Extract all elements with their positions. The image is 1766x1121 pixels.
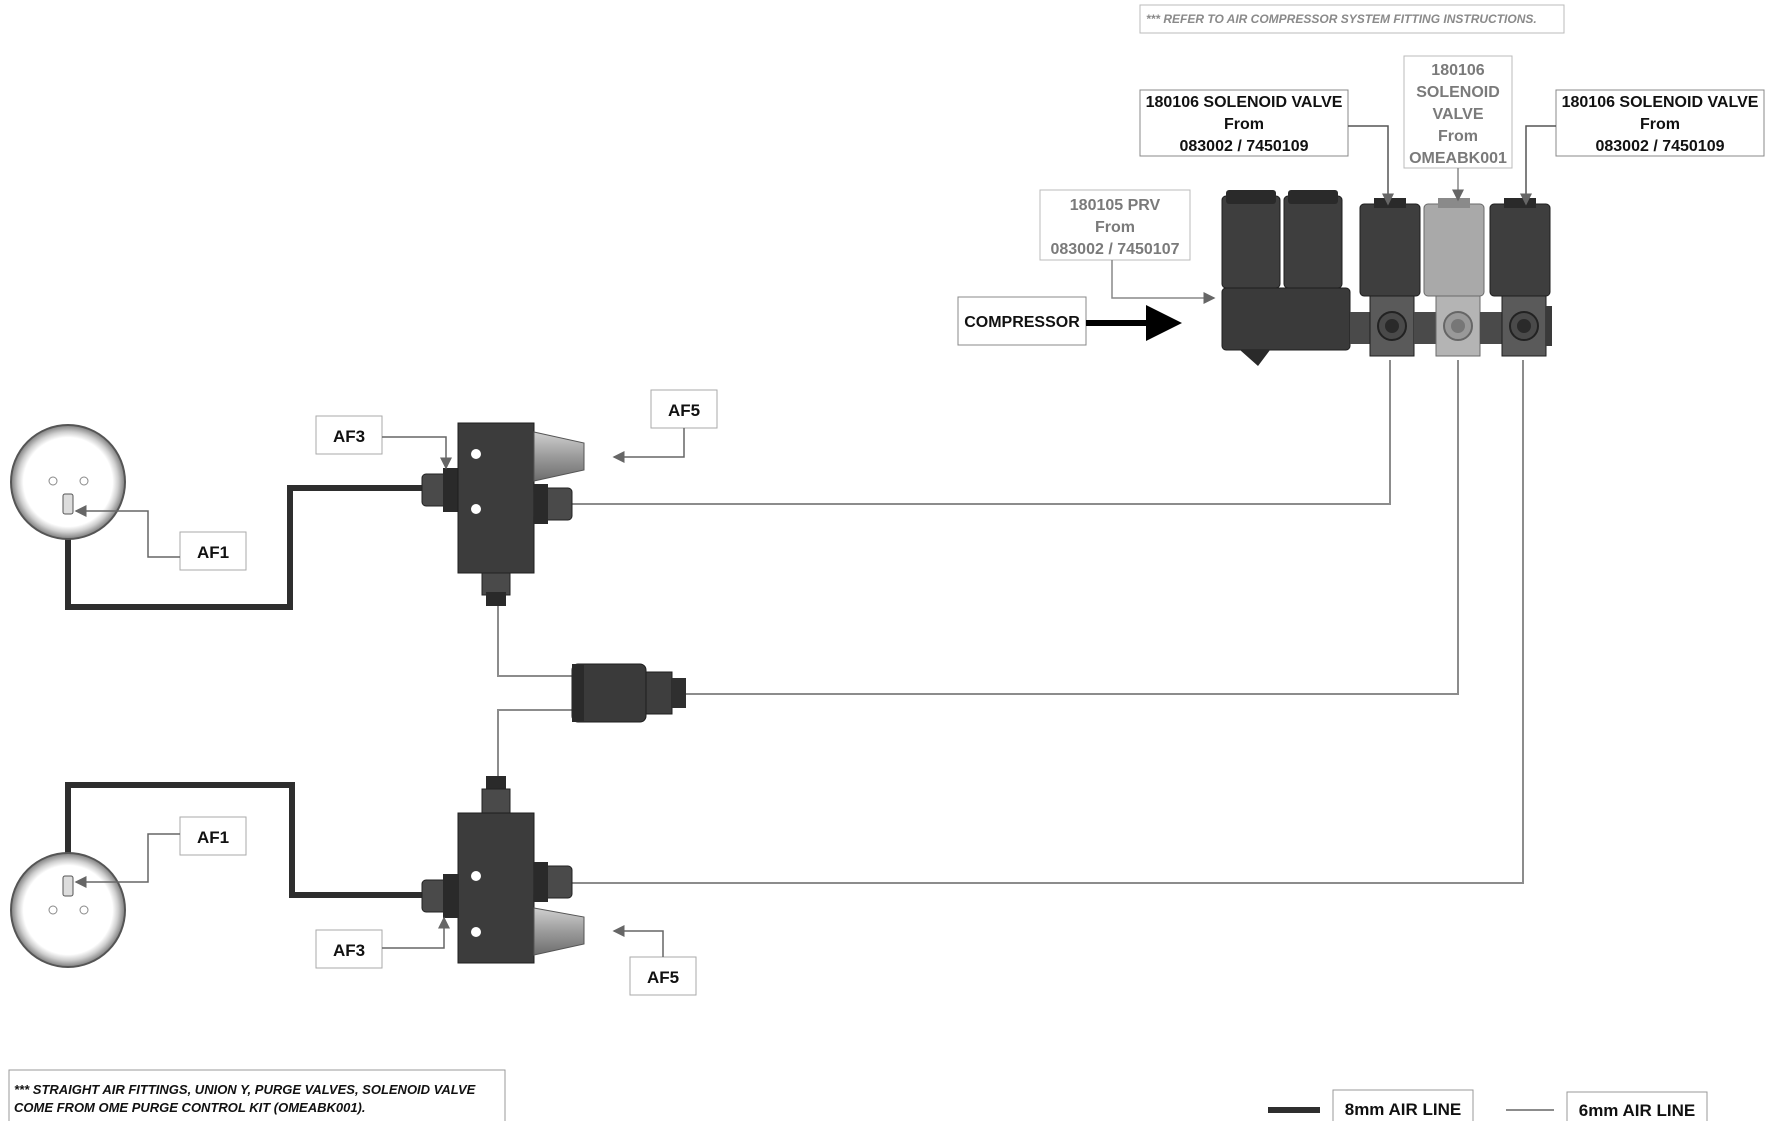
solenoid-left-label: 180106 SOLENOID VALVE From 083002 / 7450… <box>1139 89 1349 157</box>
svg-text:AF5: AF5 <box>647 968 679 987</box>
air-line-bottom-bag <box>65 782 423 898</box>
compressor-label: COMPRESSOR <box>957 296 1087 346</box>
solenoid-right-leader <box>1520 125 1556 206</box>
legend-thick-label: 8mm AIR LINE <box>1345 1100 1462 1119</box>
svg-text:OMEABK001: OMEABK001 <box>1409 150 1507 167</box>
prv-label: 180105 PRV From 083002 / 7450107 <box>1039 189 1191 261</box>
legend: 8mm AIR LINE 6mm AIR LINE <box>1268 1089 1708 1121</box>
air-line-union-bottom <box>497 709 572 780</box>
svg-text:*** REFER TO AIR COMPRESSOR SY: *** REFER TO AIR COMPRESSOR SYSTEM FITTI… <box>1146 12 1537 26</box>
af1-bottom-leader <box>74 833 180 888</box>
af1-bottom-label: AF1 <box>179 816 247 856</box>
af5-top-label: AF5 <box>650 389 718 429</box>
bottom-purge-valve <box>421 776 585 964</box>
af5-bottom-label: AF5 <box>629 956 697 996</box>
air-line-bottom-valve <box>570 360 1524 884</box>
top-purge-valve <box>421 422 600 606</box>
air-line-middle-valve <box>685 360 1459 695</box>
af1-top-leader <box>74 505 180 558</box>
thick-air-lines <box>65 485 423 898</box>
af3-bottom-leader <box>382 916 450 949</box>
bottom-air-bag <box>10 852 126 968</box>
svg-text:083002 / 7450109: 083002 / 7450109 <box>1179 138 1308 155</box>
svg-text:180106 SOLENOID VALVE: 180106 SOLENOID VALVE <box>1562 94 1759 111</box>
af5-bottom-leader <box>612 925 664 957</box>
svg-text:AF1: AF1 <box>197 828 229 847</box>
af5-top-leader <box>612 428 685 463</box>
svg-text:180106 SOLENOID VALVE: 180106 SOLENOID VALVE <box>1146 94 1343 111</box>
solenoid-right-label: 180106 SOLENOID VALVE From 083002 / 7450… <box>1555 89 1765 157</box>
af1-top-label: AF1 <box>179 531 247 571</box>
bottom-note: *** STRAIGHT AIR FITTINGS, UNION Y, PURG… <box>8 1069 506 1121</box>
solenoid-left-leader <box>1348 125 1394 206</box>
top-air-bag <box>10 424 126 540</box>
svg-text:COMPRESSOR: COMPRESSOR <box>964 314 1080 331</box>
svg-text:083002 / 7450107: 083002 / 7450107 <box>1050 241 1179 258</box>
thin-air-lines <box>497 360 1524 884</box>
svg-text:AF5: AF5 <box>668 401 700 420</box>
svg-text:VALVE: VALVE <box>1433 106 1484 123</box>
svg-text:*** STRAIGHT AIR FITTINGS, UNI: *** STRAIGHT AIR FITTINGS, UNION Y, PURG… <box>14 1082 476 1097</box>
svg-text:180106: 180106 <box>1431 62 1484 79</box>
af3-top-label: AF3 <box>315 415 383 455</box>
af3-bottom-label: AF3 <box>315 929 383 969</box>
af3-top-leader <box>382 436 452 470</box>
legend-thin-label: 6mm AIR LINE <box>1579 1101 1696 1120</box>
svg-text:From: From <box>1095 219 1135 236</box>
air-line-union-top <box>497 605 572 677</box>
union-y-fitting <box>571 663 686 723</box>
air-line-top-bag <box>65 485 423 610</box>
svg-text:From: From <box>1224 116 1264 133</box>
svg-text:180105 PRV: 180105 PRV <box>1070 197 1161 214</box>
solenoid-manifold <box>1221 190 1552 366</box>
solenoid-mid-label: 180106 SOLENOID VALVE From OMEABK001 <box>1403 55 1513 169</box>
top-note: *** REFER TO AIR COMPRESSOR SYSTEM FITTI… <box>1139 4 1565 34</box>
svg-text:COME FROM OME PURGE CONTROL KI: COME FROM OME PURGE CONTROL KIT (OMEABK0… <box>14 1100 366 1115</box>
svg-text:AF1: AF1 <box>197 543 229 562</box>
air-line-top-valve <box>570 360 1391 505</box>
svg-text:AF3: AF3 <box>333 427 365 446</box>
svg-text:From: From <box>1640 116 1680 133</box>
prv-leader <box>1111 260 1216 304</box>
svg-text:083002 / 7450109: 083002 / 7450109 <box>1595 138 1724 155</box>
svg-text:SOLENOID: SOLENOID <box>1416 84 1500 101</box>
svg-text:From: From <box>1438 128 1478 145</box>
svg-text:AF3: AF3 <box>333 941 365 960</box>
